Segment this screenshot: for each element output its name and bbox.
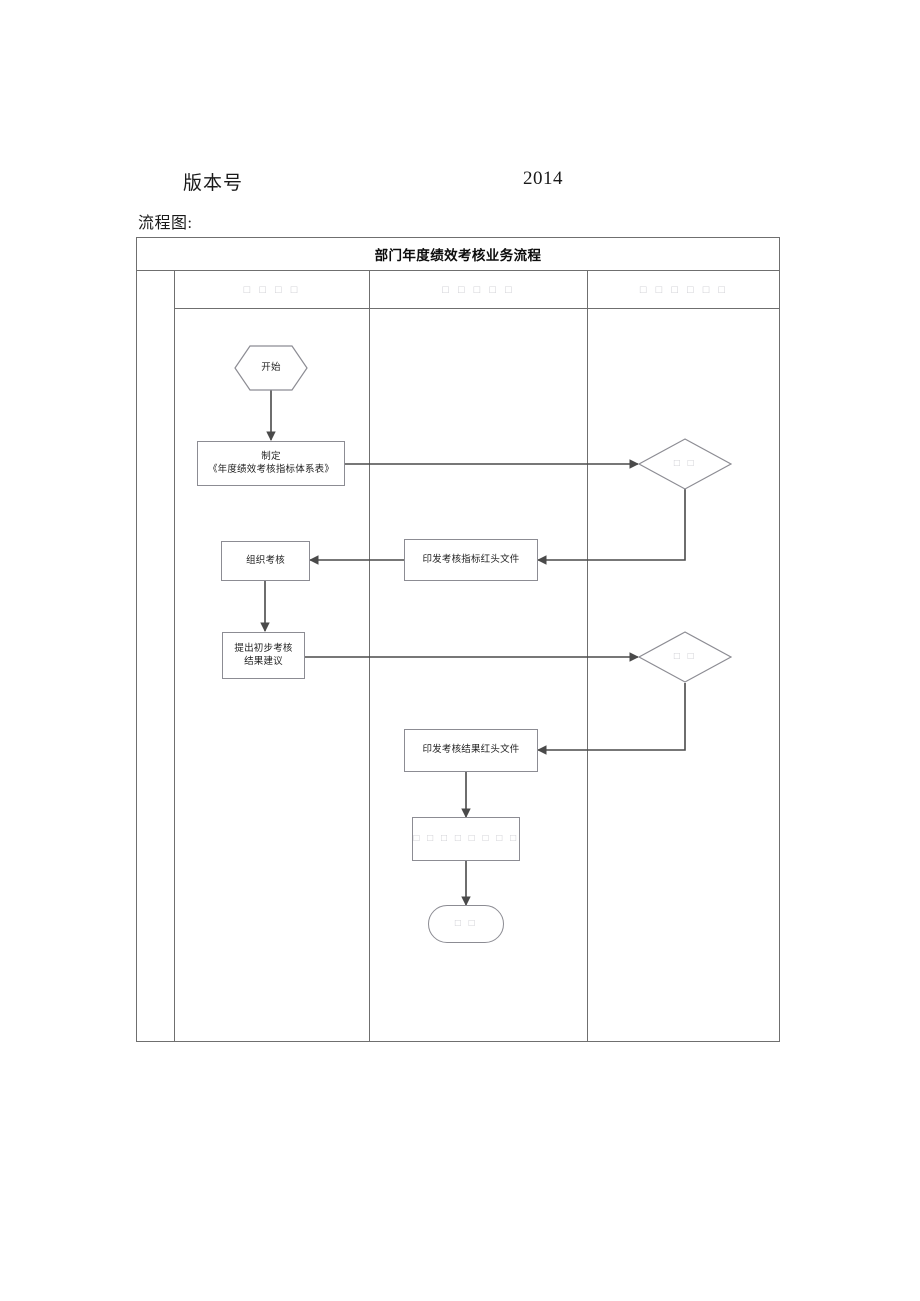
node-start-label: 开始 — [261, 362, 281, 373]
node-issue-indicator-doc-label: 印发考核指标红头文件 — [422, 554, 520, 565]
node-define-indicators[interactable]: 制定 《年度绩效考核指标体系表》 — [197, 441, 345, 486]
node-approve-results[interactable]: □ □ — [638, 631, 732, 683]
spine-column — [137, 271, 175, 1042]
node-archive-step[interactable]: □ □ □ □ □ □ □ □ — [412, 817, 520, 861]
node-issue-result-doc-label: 印发考核结果红头文件 — [422, 745, 520, 756]
node-propose-results-label: 提出初步考核 结果建议 — [234, 643, 293, 667]
flowchart-title: 部门年度绩效考核业务流程 — [374, 248, 542, 263]
node-archive-step-label: □ □ □ □ □ □ □ □ — [413, 833, 519, 845]
node-end-label: □ □ — [454, 918, 478, 930]
node-issue-result-doc[interactable]: 印发考核结果红头文件 — [404, 729, 538, 772]
lane-header-1: □ □ □ □ — [175, 271, 370, 308]
node-approve-indicators-label: □ □ — [673, 458, 697, 470]
node-propose-results[interactable]: 提出初步考核 结果建议 — [222, 632, 305, 679]
lane-header-2-label: □ □ □ □ □ — [442, 283, 515, 296]
node-end[interactable]: □ □ — [428, 905, 504, 943]
node-approve-indicators[interactable]: □ □ — [638, 438, 732, 490]
lane-header-2: □ □ □ □ □ — [370, 271, 588, 308]
version-label: 版本号 — [183, 173, 244, 194]
lane-header-3-label: □ □ □ □ □ □ — [639, 283, 729, 296]
flowchart-caption: 流程图: — [138, 215, 193, 232]
node-define-indicators-label: 制定 《年度绩效考核指标体系表》 — [207, 451, 335, 475]
node-start[interactable]: 开始 — [234, 345, 308, 391]
flowchart-title-row: 部门年度绩效考核业务流程 — [137, 238, 779, 271]
lane-body-2 — [370, 309, 588, 1042]
node-issue-indicator-doc[interactable]: 印发考核指标红头文件 — [404, 539, 538, 581]
node-organize-appraisal-label: 组织考核 — [246, 555, 285, 566]
version-value: 2014 — [523, 168, 563, 189]
node-approve-results-label: □ □ — [673, 651, 697, 663]
lane-header-1-label: □ □ □ □ — [243, 283, 301, 296]
lane-header-3: □ □ □ □ □ □ — [588, 271, 780, 308]
version-row: 版本号 2014 — [183, 168, 783, 196]
node-organize-appraisal[interactable]: 组织考核 — [221, 541, 310, 581]
lane-body-1 — [175, 309, 370, 1042]
lane-header-row: □ □ □ □ □ □ □ □ □ □ □ □ □ □ □ — [175, 271, 780, 309]
